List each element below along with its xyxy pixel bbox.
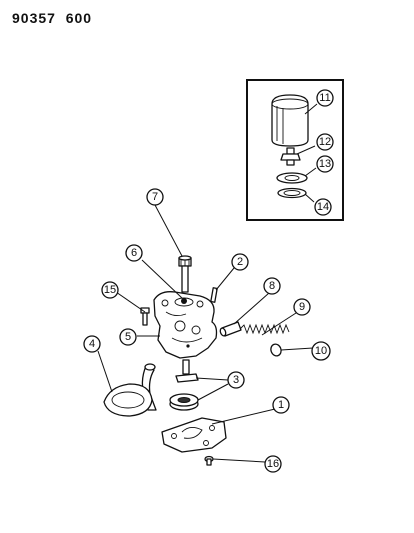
callout-11-label: 11 bbox=[319, 92, 330, 104]
oil-filter bbox=[271, 94, 309, 147]
callout-10: 10 bbox=[311, 341, 331, 361]
pump-cover bbox=[161, 417, 227, 453]
leader-lines bbox=[97, 103, 318, 463]
figure-code-a: 90357 bbox=[12, 10, 56, 26]
callout-4: 4 bbox=[83, 335, 101, 353]
filter-adapter bbox=[276, 172, 308, 199]
callout-6: 6 bbox=[125, 244, 143, 262]
callout-14: 14 bbox=[314, 198, 332, 216]
figure-code: 90357 600 bbox=[12, 10, 92, 26]
callout-10-label: 10 bbox=[315, 345, 327, 357]
callout-9-label: 9 bbox=[299, 301, 305, 313]
callout-8-label: 8 bbox=[269, 280, 275, 292]
callout-6-label: 6 bbox=[131, 247, 137, 259]
pump-body bbox=[153, 291, 218, 359]
oil-pickup-tube bbox=[103, 363, 157, 417]
callout-3-label: 3 bbox=[233, 374, 239, 386]
callout-11: 11 bbox=[316, 89, 334, 107]
callout-7: 7 bbox=[146, 188, 164, 206]
callout-3: 3 bbox=[227, 371, 245, 389]
mounting-bolt bbox=[140, 307, 150, 326]
pump-rotors bbox=[169, 359, 199, 411]
filter-inset bbox=[246, 79, 344, 221]
figure-code-b: 600 bbox=[65, 10, 93, 26]
drive-gear bbox=[178, 255, 192, 293]
callout-5: 5 bbox=[119, 328, 137, 346]
callout-2-label: 2 bbox=[237, 256, 243, 268]
callout-13-label: 13 bbox=[319, 158, 331, 170]
callout-1-label: 1 bbox=[278, 399, 284, 411]
relief-spring bbox=[239, 323, 290, 335]
callout-8: 8 bbox=[263, 277, 281, 295]
callout-12-label: 12 bbox=[319, 136, 331, 148]
roll-pin bbox=[210, 287, 218, 303]
callout-14-label: 14 bbox=[317, 201, 329, 213]
callout-2: 2 bbox=[231, 253, 249, 271]
callout-16: 16 bbox=[264, 455, 282, 473]
callout-16-label: 16 bbox=[267, 458, 279, 470]
callout-9: 9 bbox=[293, 298, 311, 316]
filter-fitting bbox=[280, 147, 301, 166]
callout-7-label: 7 bbox=[152, 191, 158, 203]
callout-15: 15 bbox=[101, 281, 119, 299]
callout-5-label: 5 bbox=[125, 331, 131, 343]
relief-plunger bbox=[219, 321, 242, 337]
cover-screw bbox=[204, 455, 214, 466]
callout-4-label: 4 bbox=[89, 338, 95, 350]
callout-1: 1 bbox=[272, 396, 290, 414]
callout-12: 12 bbox=[316, 133, 334, 151]
callout-13: 13 bbox=[316, 155, 334, 173]
retainer-cap bbox=[270, 343, 282, 357]
callout-15-label: 15 bbox=[104, 284, 116, 296]
